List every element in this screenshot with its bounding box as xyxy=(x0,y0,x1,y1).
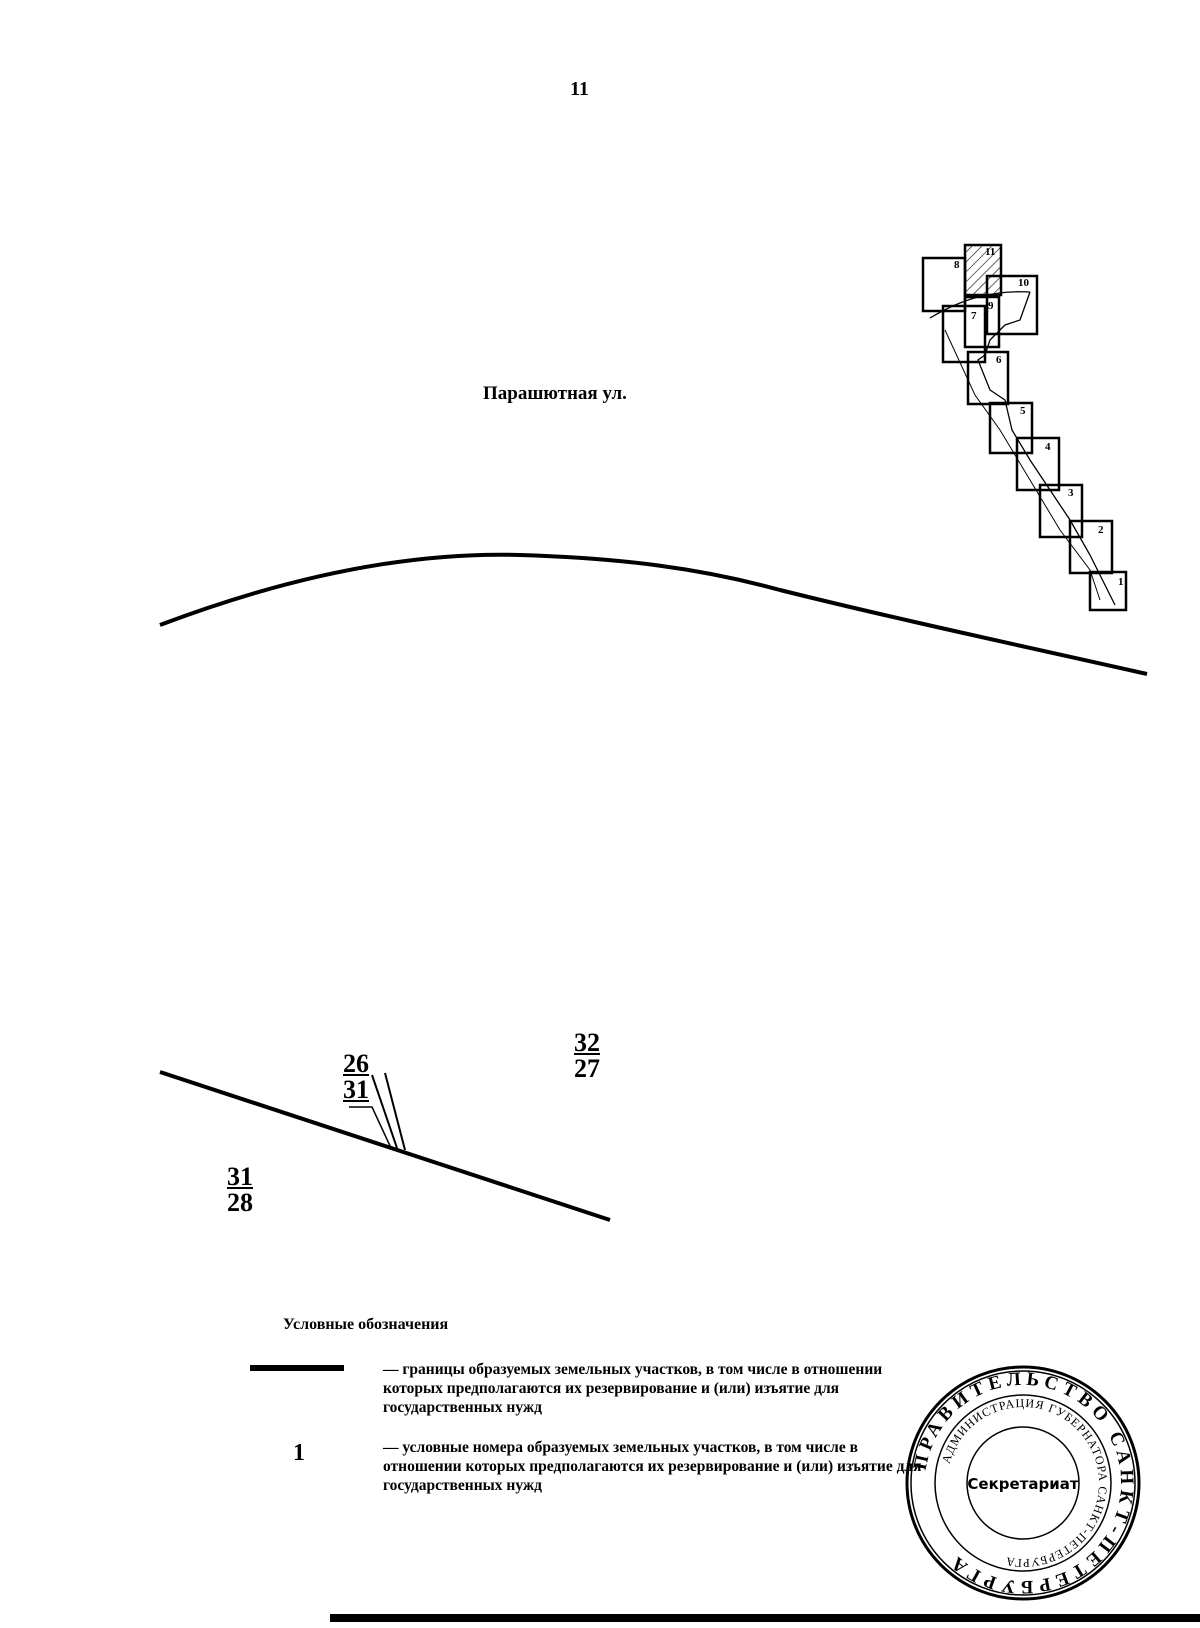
sheet-frame-10 xyxy=(985,274,1039,336)
sheet-frame-4 xyxy=(1015,436,1061,492)
street-boundary-upper xyxy=(159,552,1148,676)
plot-label-left-numerator: 31 xyxy=(227,1162,253,1191)
legend-item-boundaries: — границы образуемых земельных участков,… xyxy=(383,1360,923,1417)
leader-line xyxy=(371,1074,398,1149)
bottom-rule xyxy=(330,1614,1200,1622)
page-number: 11 xyxy=(570,78,589,100)
route-line xyxy=(929,291,1116,606)
legend-dash: — xyxy=(383,1439,399,1456)
route-line xyxy=(944,329,1101,601)
sheet-frame-3 xyxy=(1038,483,1084,539)
legend-item-plot-numbers: — условные номера образуемых земельных у… xyxy=(383,1438,923,1495)
legend-boundary-line-symbol xyxy=(250,1365,344,1371)
plot-label-mid-denominator: 31 xyxy=(343,1075,369,1104)
street-label: Парашютная ул. xyxy=(483,383,627,404)
legend-description: границы образуемых земельных участков, в… xyxy=(383,1361,883,1416)
legend-number-symbol: 1 xyxy=(293,1440,305,1466)
plot-boundary-lower xyxy=(159,1070,611,1222)
plot-label-mid-numerator: 26 xyxy=(343,1049,369,1078)
sheet-frame-5 xyxy=(988,401,1034,455)
legend-dash: — xyxy=(383,1361,399,1378)
sheet-frame-7 xyxy=(941,304,987,364)
leader-line xyxy=(384,1072,406,1151)
leader-line xyxy=(349,1106,392,1149)
legend-title: Условные обозначения xyxy=(283,1316,449,1333)
plot-label-left: 31 28 xyxy=(227,1164,253,1216)
stamp-center-text: Секретариат xyxy=(967,1475,1078,1493)
plot-label-left-denominator: 28 xyxy=(227,1188,253,1217)
plot-label-top-numerator: 32 xyxy=(574,1028,600,1057)
sheet-frame-1 xyxy=(1088,570,1128,612)
sheet-frame-6 xyxy=(966,350,1010,406)
sheet-frame-2 xyxy=(1068,519,1114,575)
plot-label-top-denominator: 27 xyxy=(574,1054,600,1083)
sheet-frame-9 xyxy=(963,295,1001,349)
sheet-frame-11 xyxy=(963,243,1003,297)
sheet-index xyxy=(921,243,1128,612)
plot-label-mid: 26 31 xyxy=(343,1051,369,1103)
official-stamp: ПРАВИТЕЛЬСТВО САНКТ-ПЕТЕРБУРГА АДМИНИСТР… xyxy=(905,1365,1141,1601)
legend-description: условные номера образуемых земельных уча… xyxy=(383,1439,922,1494)
plot-label-top: 32 27 xyxy=(574,1030,600,1082)
